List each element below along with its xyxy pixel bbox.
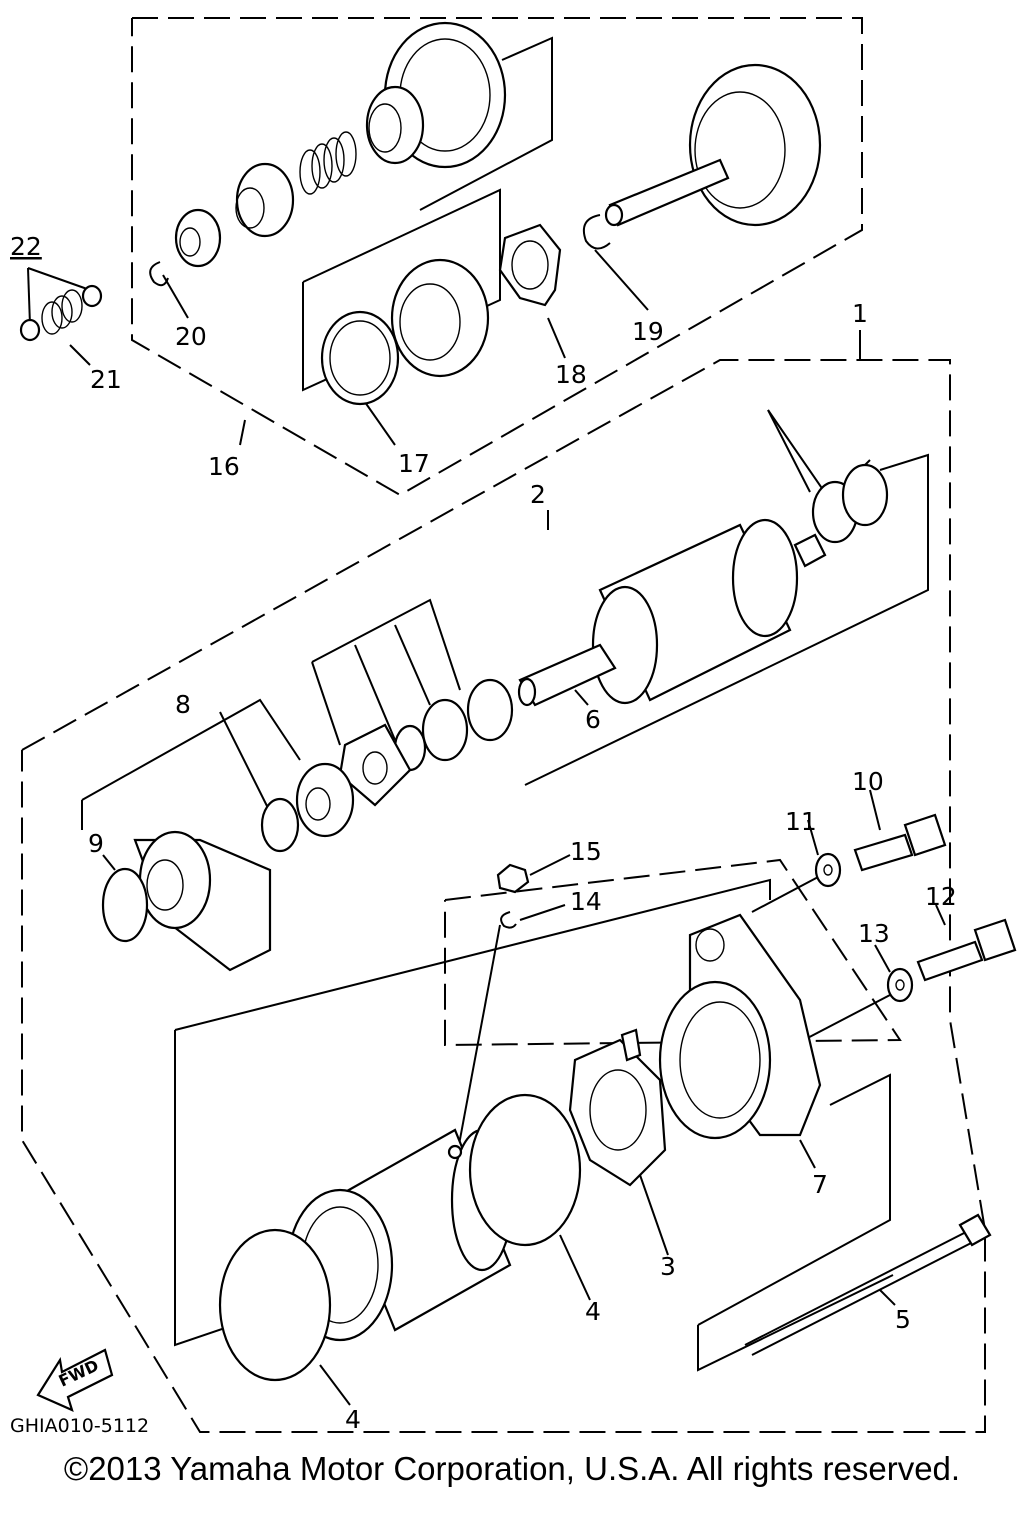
callout-9: 9 [88, 829, 104, 858]
callout-16: 16 [208, 452, 240, 481]
circlip-19 [582, 214, 611, 250]
circlip-20 [149, 261, 169, 287]
callout-4a: 4 [585, 1297, 601, 1326]
fwd-arrow: FWD [36, 1348, 114, 1412]
pinion-gear-assembly [365, 21, 507, 169]
armature [517, 518, 827, 707]
bolt-12 [916, 918, 1017, 982]
rear-cover-7 [658, 913, 822, 1140]
brush-holder-3 [568, 1028, 667, 1187]
callout-11: 11 [785, 807, 817, 836]
callout-5: 5 [895, 1305, 911, 1334]
washer-11 [814, 852, 842, 888]
group-box-11-15 [444, 858, 902, 1047]
callout-7: 7 [812, 1170, 828, 1199]
internal-gear [390, 258, 490, 378]
callout-6: 6 [585, 705, 601, 734]
callout-4b: 4 [345, 1405, 361, 1434]
through-bolt-5 [744, 1213, 992, 1356]
group-box-1 [21, 359, 986, 1433]
circlip-14 [500, 911, 517, 929]
pinion-collar [235, 162, 295, 238]
gasket-17 [320, 310, 400, 406]
planet-carrier-shaft [604, 63, 822, 227]
callout-10: 10 [852, 767, 884, 796]
callout-22: 22 [10, 232, 42, 261]
callout-labels: 1 2 3 4 4 5 6 7 8 9 10 11 12 13 14 15 16… [10, 232, 957, 1434]
o-ring-9 [101, 867, 149, 943]
callout-19: 19 [632, 317, 664, 346]
stopper-plate-18 [498, 223, 562, 307]
figure-code: GHIA010-5112 [10, 1415, 149, 1437]
gasket-4-upper [468, 1093, 582, 1247]
callout-12: 12 [925, 882, 957, 911]
callout-13: 13 [858, 919, 890, 948]
gasket-4-lower [218, 1228, 332, 1382]
callout-14: 14 [570, 887, 602, 916]
callout-2: 2 [530, 480, 546, 509]
front-cover-8 [133, 762, 355, 972]
callout-3: 3 [660, 1252, 676, 1281]
copyright-notice: ©2013 Yamaha Motor Corporation, U.S.A. A… [63, 1450, 961, 1487]
bolt-10 [853, 813, 947, 872]
callout-20: 20 [175, 322, 207, 351]
washer-13 [886, 967, 914, 1003]
armature-washers [393, 463, 889, 772]
callout-18: 18 [555, 360, 587, 389]
starter-motor-exploded-diagram: FWD 1 2 3 4 4 5 6 7 8 9 10 11 12 13 14 1… [10, 17, 1017, 1437]
callout-21: 21 [90, 365, 122, 394]
callout-1: 1 [852, 299, 868, 328]
callout-15: 15 [570, 837, 602, 866]
callout-8: 8 [175, 690, 191, 719]
spring [299, 131, 357, 195]
group-box-16 [131, 17, 863, 497]
spring-and-washers-21-22 [19, 284, 103, 342]
washer-plate [174, 208, 222, 268]
callout-17: 17 [398, 449, 430, 478]
nut-15 [496, 863, 530, 894]
